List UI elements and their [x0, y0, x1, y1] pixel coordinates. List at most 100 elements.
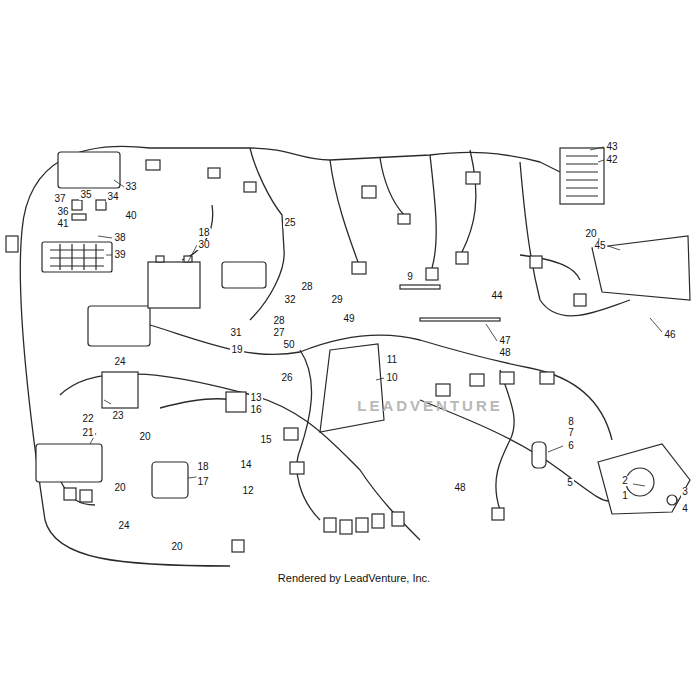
headlight [598, 444, 690, 514]
callout-number: 29 [330, 295, 343, 305]
callout-number: 28 [272, 316, 285, 326]
callout-number: 22 [81, 414, 94, 424]
callout-number: 39 [113, 250, 126, 260]
solenoid [152, 462, 188, 498]
callout-number: 14 [239, 460, 252, 470]
callout-number: 18 [196, 462, 209, 472]
callout-number: 7 [567, 428, 575, 438]
callout-number: 4 [681, 504, 689, 514]
connector [80, 490, 92, 502]
callout-number: 24 [113, 357, 126, 367]
callout-number: 40 [124, 211, 137, 221]
callout-number: 20 [170, 542, 183, 552]
connector [352, 262, 366, 274]
connector [6, 236, 18, 252]
callout-number: 15 [259, 435, 272, 445]
callout-number: 36 [56, 207, 69, 217]
bracket [102, 372, 138, 408]
leader-line [548, 446, 563, 452]
callout-number: 16 [249, 405, 262, 415]
callout-number: 20 [113, 483, 126, 493]
callout-number: 13 [249, 393, 262, 403]
leader-line [633, 484, 645, 486]
headlight-bulb [667, 495, 677, 505]
wire [462, 150, 476, 252]
wire [250, 148, 284, 320]
callout-number: 2 [621, 476, 629, 486]
connector [398, 214, 410, 224]
callout-number: 26 [280, 373, 293, 383]
connector [540, 372, 554, 384]
connector [574, 294, 586, 306]
wire-group [20, 146, 630, 566]
battery-terminal [156, 256, 164, 262]
connector [340, 520, 352, 534]
wire [430, 155, 436, 268]
regulator-fins [566, 156, 598, 196]
bulb [532, 442, 546, 468]
callout-number: 31 [229, 328, 242, 338]
connector [146, 160, 160, 170]
wire [150, 325, 612, 440]
connector [456, 252, 468, 264]
leader-line [676, 500, 678, 501]
connector [500, 372, 514, 384]
taillight [592, 236, 690, 300]
callout-number: 24 [117, 521, 130, 531]
battery [148, 262, 200, 308]
leader-line [608, 246, 620, 250]
callout-number: 27 [272, 328, 285, 338]
leader-line [106, 255, 112, 256]
leader-line [590, 147, 604, 150]
connector [530, 256, 542, 268]
callout-number: 5 [566, 478, 574, 488]
connector [290, 462, 304, 474]
callout-number: 28 [300, 282, 313, 292]
wire [60, 480, 95, 505]
callout-number: 48 [498, 348, 511, 358]
leader-line [188, 245, 197, 262]
callout-number: 48 [453, 483, 466, 493]
connector [426, 268, 438, 280]
wire [182, 205, 213, 260]
connector [232, 540, 244, 552]
wire [330, 160, 358, 262]
callout-number: 34 [106, 192, 119, 202]
connector [362, 186, 376, 198]
relay-block [226, 392, 246, 412]
leader-line [104, 400, 111, 404]
callout-number: 38 [113, 233, 126, 243]
wire [380, 158, 404, 215]
ecu [36, 444, 102, 482]
leader-line [486, 324, 497, 341]
callout-number: 1 [621, 491, 629, 501]
connector [324, 518, 336, 532]
callout-number: 32 [283, 295, 296, 305]
callout-number: 6 [567, 441, 575, 451]
callout-number: 46 [663, 330, 676, 340]
callout-number: 18 [197, 228, 210, 238]
callout-number: 44 [490, 291, 503, 301]
callout-number: 33 [124, 182, 137, 192]
fuse-block [42, 242, 112, 272]
part-group [6, 148, 690, 552]
callout-number: 49 [342, 314, 355, 324]
connector [392, 512, 404, 526]
fuse-block-grid [50, 244, 104, 270]
leader-line [650, 318, 662, 332]
callout-number: 3 [681, 487, 689, 497]
callout-number: 37 [53, 194, 66, 204]
relay [96, 200, 106, 210]
callout-number: 42 [605, 155, 618, 165]
leader-line [598, 160, 604, 162]
callout-number: 43 [605, 142, 618, 152]
connector [470, 374, 484, 386]
connector [64, 488, 76, 500]
headlight-lens [626, 468, 654, 496]
callout-number: 20 [138, 432, 151, 442]
wire [297, 350, 320, 520]
cable-tie [400, 285, 440, 289]
callout-number: 35 [79, 190, 92, 200]
